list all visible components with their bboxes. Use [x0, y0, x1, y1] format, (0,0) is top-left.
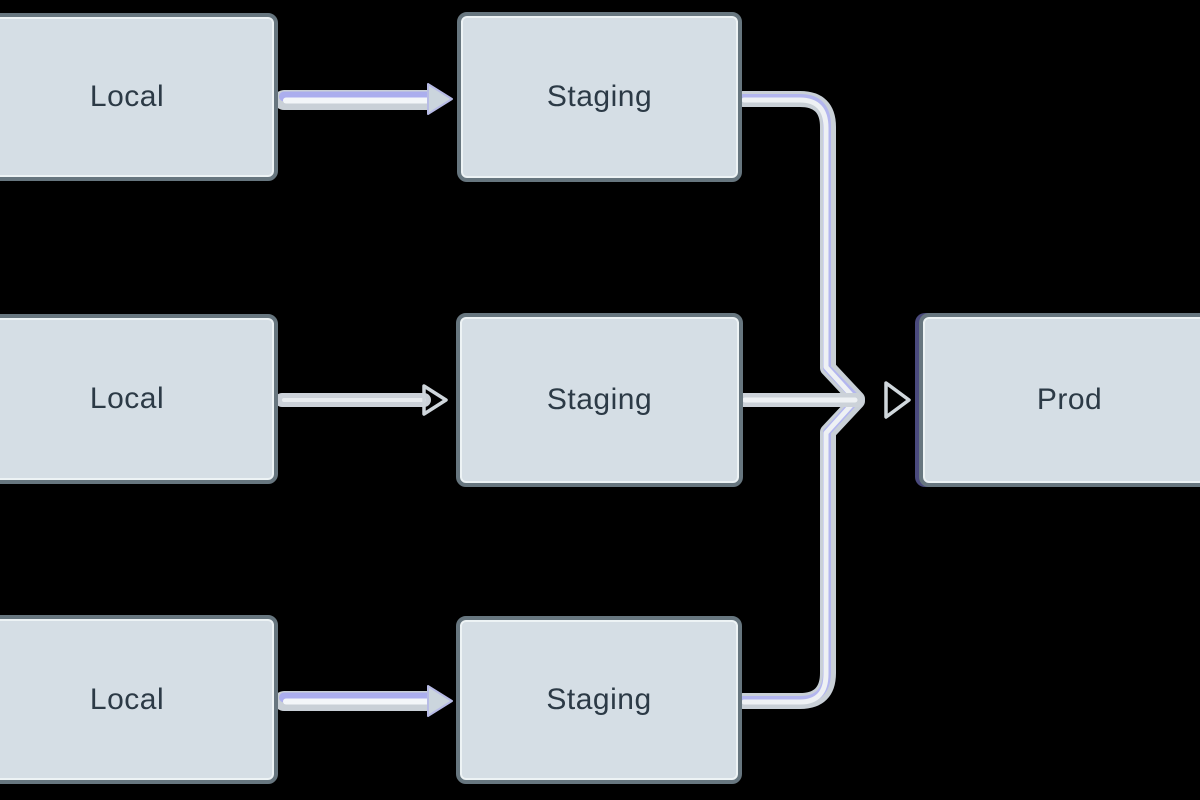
edge-staging1-prod [735, 91, 865, 407]
node-local-2: Local [0, 314, 278, 484]
edge-local2-staging2 [275, 384, 448, 416]
arrowhead-icon [427, 685, 453, 717]
node-label: Staging [546, 683, 652, 716]
node-local-3: Local [0, 615, 278, 784]
node-label: Local [89, 80, 165, 113]
edge-local3-staging3 [274, 685, 453, 717]
arrowhead-outline-icon [422, 384, 448, 416]
edge-staging3-prod [735, 393, 865, 709]
node-staging-1: Staging [457, 12, 742, 182]
node-staging-3: Staging [456, 616, 742, 784]
node-staging-2: Staging [456, 313, 743, 487]
merge-arrowhead [884, 381, 911, 419]
node-label: Staging [546, 80, 653, 113]
edge-local1-staging1 [274, 83, 453, 115]
node-local-1: Local [0, 13, 278, 181]
node-label: Local [89, 382, 165, 415]
node-label: Staging [546, 383, 653, 416]
node-prod: Prod [919, 313, 1200, 487]
node-label: Local [89, 682, 165, 716]
node-label: Prod [1036, 383, 1103, 416]
arrowhead-icon [427, 83, 453, 115]
arrowhead-outline-icon [884, 381, 911, 419]
